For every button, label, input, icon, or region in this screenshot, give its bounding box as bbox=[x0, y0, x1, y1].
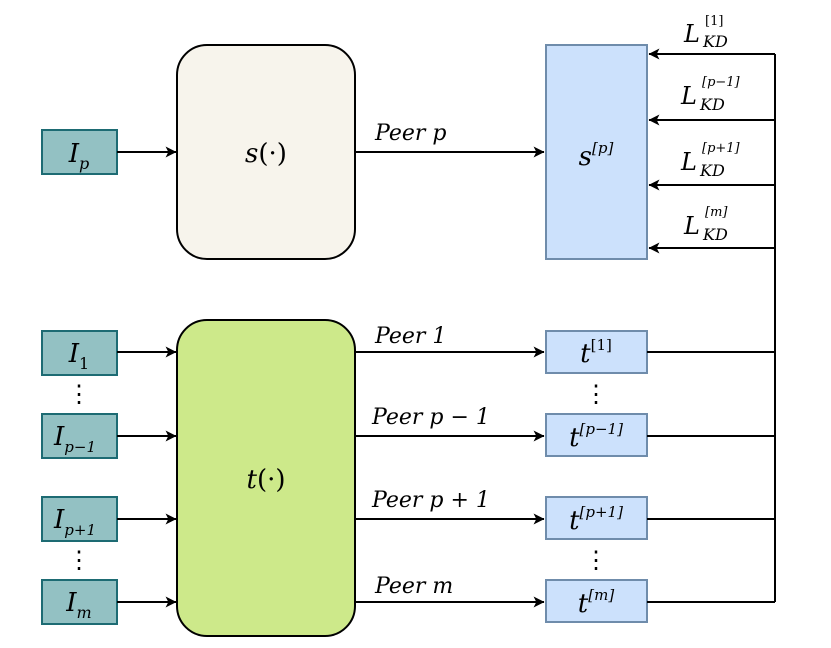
teacher-input-label: I1 bbox=[68, 339, 89, 373]
teacher-output-1: t[1] bbox=[545, 330, 648, 374]
loss-label-sub: KD bbox=[702, 225, 728, 244]
teacher-output-label: t[p−1] bbox=[569, 420, 623, 453]
loss-label-m: L [m] KD bbox=[683, 205, 728, 244]
output-ellipsis-lower: ⋮ bbox=[584, 546, 608, 574]
teacher-input-box bbox=[41, 579, 118, 625]
student-edge-label: Peer p bbox=[374, 121, 446, 146]
teacher-input-p-plus-1: Ip+1 bbox=[41, 496, 177, 542]
student-function-label: s(·) bbox=[245, 139, 287, 169]
student-output-box bbox=[545, 44, 648, 260]
loss-label-sup: [1] bbox=[705, 14, 723, 29]
input-ellipsis-lower: ⋮ bbox=[67, 546, 91, 574]
teacher-input-1: I1 bbox=[41, 330, 177, 376]
loss-label-sup: [p+1] bbox=[702, 141, 741, 156]
loss-label-sub: KD bbox=[699, 95, 725, 114]
teacher-edge-label-1: Peer 1 bbox=[374, 324, 446, 349]
student-input-box bbox=[41, 129, 118, 175]
teacher-output-p-minus-1: t[p−1] bbox=[545, 413, 648, 457]
input-ellipsis-upper: ⋮ bbox=[67, 380, 91, 408]
teacher-output-box bbox=[545, 330, 648, 374]
teacher-edge-label-p-minus-1: Peer p − 1 bbox=[371, 405, 490, 430]
teacher-output-box bbox=[545, 413, 648, 457]
teacher-input-label: Im bbox=[65, 588, 91, 622]
teacher-function-label: t(·) bbox=[246, 465, 285, 495]
loss-label-p-minus-1: L [p−1] KD bbox=[680, 75, 741, 114]
loss-label-sub: KD bbox=[699, 161, 725, 180]
loss-label-base: L bbox=[683, 212, 700, 240]
output-ellipsis-upper: ⋮ bbox=[584, 380, 608, 408]
teacher-input-box bbox=[41, 413, 118, 459]
teacher-input-m: Im bbox=[41, 579, 177, 625]
teacher-output-label: t[m] bbox=[578, 586, 615, 619]
student-input-label: Ip bbox=[68, 139, 90, 173]
teacher-output-box bbox=[545, 579, 648, 623]
loss-label-1: L [1] KD bbox=[683, 14, 728, 51]
loss-label-base: L bbox=[683, 20, 700, 48]
teacher-function-box bbox=[176, 319, 356, 637]
loss-label-sup: [m] bbox=[705, 205, 728, 220]
teacher-input-label: Ip−1 bbox=[53, 422, 96, 456]
teacher-output-p-plus-1: t[p+1] bbox=[545, 496, 648, 540]
teacher-input-box bbox=[41, 496, 118, 542]
teacher-edge-label-m: Peer m bbox=[374, 574, 453, 599]
teacher-edge-label-p-plus-1: Peer p + 1 bbox=[371, 488, 490, 513]
teacher-input-box bbox=[41, 330, 118, 376]
loss-label-base: L bbox=[680, 148, 697, 176]
teacher-output-m: t[m] bbox=[545, 579, 648, 623]
loss-label-base: L bbox=[680, 82, 697, 110]
loss-label-sup: [p−1] bbox=[702, 75, 741, 90]
teacher-output-label: t[1] bbox=[580, 336, 612, 369]
teacher-output-box bbox=[545, 496, 648, 540]
loss-label-p-plus-1: L [p+1] KD bbox=[680, 141, 741, 180]
teacher-output-label: t[p+1] bbox=[569, 503, 623, 536]
teacher-input-p-minus-1: Ip−1 bbox=[41, 413, 177, 459]
loss-label-sub: KD bbox=[702, 32, 728, 51]
teacher-input-label: Ip+1 bbox=[53, 505, 96, 539]
student-output-label: s[p] bbox=[579, 139, 614, 172]
